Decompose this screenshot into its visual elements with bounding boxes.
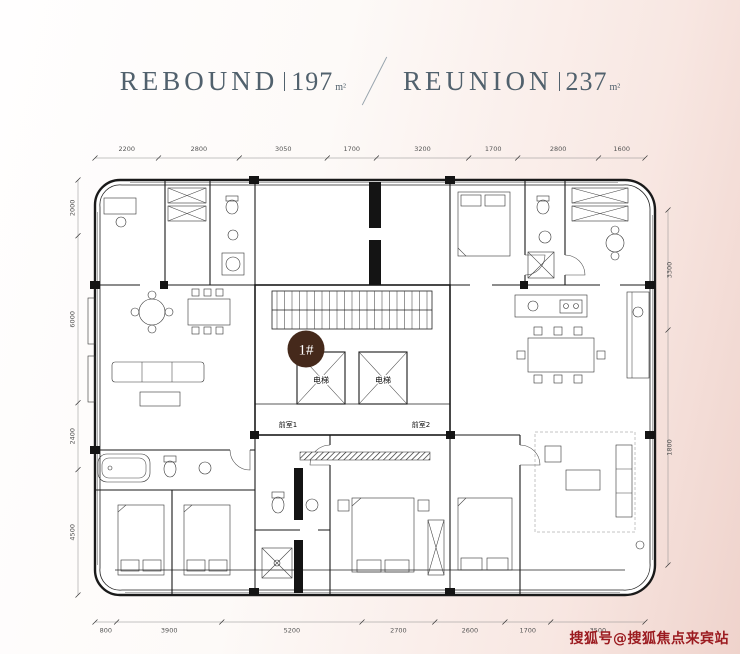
furniture-right-living (534, 431, 645, 550)
plan-title-left: REBOUND (119, 65, 279, 96)
dim-top-7: 2800 (550, 145, 567, 153)
area-divider-right (558, 71, 560, 91)
dimension-row-bottom: 800 3900 5200 2700 2600 1700 3500 (92, 619, 648, 635)
dim-bottom-3: 5200 (284, 627, 301, 635)
dimension-column-right: 3300 1800 (665, 207, 674, 568)
dim-bottom-5: 2600 (462, 627, 479, 635)
building-badge-circle (287, 330, 325, 368)
furniture-left-bath (97, 453, 212, 483)
dim-right-1: 3300 (666, 262, 674, 279)
plan-title-right: REUNION (403, 65, 553, 96)
dimension-row-top: 2200 2800 3050 1700 3200 1700 2800 1600 (92, 145, 648, 161)
vestibule-label-2: 前室2 (412, 420, 430, 429)
dim-top-6: 1700 (485, 145, 502, 153)
dim-top-3: 3050 (275, 145, 292, 153)
furniture-center-bath (261, 491, 319, 579)
dim-left-4: 4500 (69, 524, 77, 541)
elevator-label-1: 电梯 (313, 375, 329, 385)
plan-title-left-group: REBOUND 197 m² (120, 66, 346, 97)
dim-left-3: 2400 (69, 428, 77, 445)
core-walls (254, 284, 451, 436)
dimension-column-left: 2000 6000 2400 4500 (69, 177, 81, 598)
vestibule-label-1: 前室1 (279, 420, 297, 429)
furniture-right-bedroom (457, 497, 513, 571)
furniture-left-living-dining (87, 288, 231, 407)
elevator-label-2: 电梯 (375, 375, 391, 385)
building-badge-label: 1# (299, 343, 315, 359)
dim-bottom-1: 800 (100, 627, 112, 635)
dim-top-8: 1600 (613, 145, 630, 153)
furniture-right-kitchen-dining (514, 291, 650, 384)
dim-left-1: 2000 (69, 200, 77, 217)
plan-area-unit-left: m² (335, 81, 346, 93)
plan-titles-header: REBOUND 197 m² REUNION 237 m² (0, 50, 740, 112)
furniture-left-top-rooms (103, 187, 245, 276)
furniture-left-bedrooms (117, 504, 231, 576)
plan-area-unit-right: m² (609, 81, 621, 93)
dim-bottom-4: 2700 (390, 627, 407, 635)
watermark: 搜狐号@搜狐焦点来宾站 (569, 631, 729, 647)
dim-top-4: 1700 (344, 145, 361, 153)
dim-right-2: 1800 (666, 439, 674, 456)
area-divider-left (284, 71, 286, 91)
elevator-shafts: 电梯 电梯 前室1 前室2 (279, 351, 430, 429)
dim-bottom-7: 3500 (590, 627, 607, 635)
dim-top-2: 2800 (191, 145, 208, 153)
plan-title-right-group: REUNION 237 m² (403, 66, 620, 97)
plan-area-right: 237 (565, 66, 608, 96)
dim-bottom-6: 1700 (520, 627, 537, 635)
dim-left-2: 6000 (69, 311, 77, 328)
dim-top-5: 3200 (414, 145, 431, 153)
furniture-center-bedroom (337, 497, 445, 576)
dim-bottom-2: 3900 (161, 627, 178, 635)
dim-top-1: 2200 (119, 145, 136, 153)
staircase (271, 290, 433, 330)
plan-area-left: 197 (291, 66, 334, 96)
door-swings (229, 254, 586, 471)
interior-partitions (95, 180, 655, 595)
building-badge: 1# (287, 330, 325, 368)
structural-columns (90, 176, 655, 595)
furniture-right-top-rooms (457, 187, 629, 279)
